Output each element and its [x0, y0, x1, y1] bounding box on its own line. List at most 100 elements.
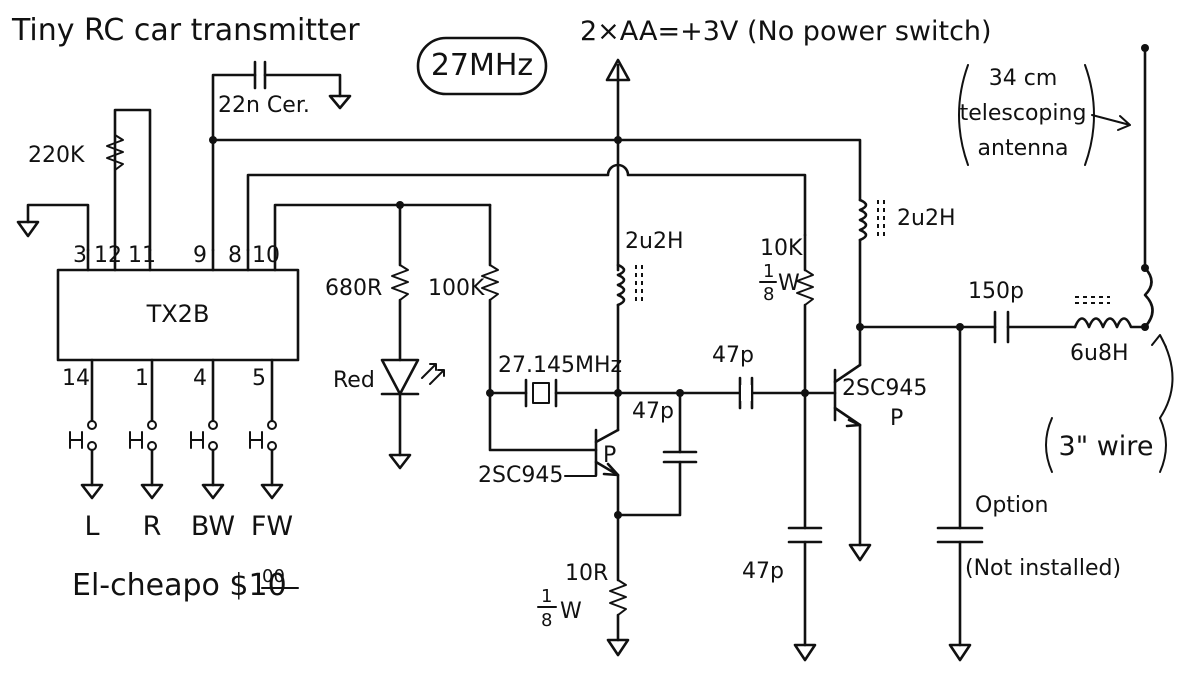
crystal-label: 27.145MHz — [498, 353, 622, 378]
switch-contact — [267, 420, 277, 430]
pointer-arrow-icon — [1151, 334, 1174, 419]
pointer-arrow-icon — [1091, 114, 1131, 131]
switch-contact — [208, 420, 218, 430]
ceramic-capacitor: 22n Cer. — [211, 60, 352, 252]
capacitor-icon — [787, 526, 823, 544]
option-note: (Not installed) — [965, 556, 1121, 581]
transistor-mark: P — [890, 406, 903, 431]
cap-wire — [263, 73, 342, 98]
switch-contact — [147, 420, 157, 430]
antenna-note-line: telescoping — [960, 101, 1087, 126]
capacitor-gap — [741, 385, 751, 401]
ground-icon — [328, 94, 352, 110]
antenna-note-line: 34 cm — [989, 66, 1058, 91]
capacitor-47p-coupling: 47p — [712, 343, 754, 410]
light-arrows-icon — [421, 363, 445, 385]
pin-label: 11 — [128, 243, 156, 268]
inductor-core — [877, 200, 885, 240]
wire-note-label: 3" wire — [1059, 431, 1154, 462]
button-label: FW — [251, 511, 293, 542]
ground-icon — [260, 483, 284, 500]
antenna-tip — [1141, 44, 1149, 52]
pin-label: 9 — [193, 243, 207, 268]
cap-label: 22n Cer. — [218, 93, 310, 118]
supply-rail — [209, 58, 862, 272]
pushbutton-icon — [249, 431, 263, 449]
pushbutton-icon — [190, 431, 204, 449]
chip-name: TX2B — [146, 300, 210, 328]
capacitor-icon — [936, 526, 984, 544]
cap-wire — [211, 73, 257, 252]
crystal-icon — [532, 382, 550, 404]
resistor-label: 10R — [565, 561, 608, 586]
resistor-label: 10K — [760, 236, 803, 261]
capacitor-label: 47p — [712, 343, 754, 368]
pin-label: 4 — [193, 366, 207, 391]
vcc-arrow-icon — [605, 58, 631, 82]
power-unit: W — [778, 271, 800, 296]
inductor-icon — [858, 198, 868, 242]
power-denominator: 8 — [763, 284, 774, 305]
emitter-arrow-icon — [602, 462, 620, 477]
resistor-icon — [481, 264, 499, 301]
bias-branch: 10K 1 8 W 47p — [742, 233, 823, 662]
pin8-wire — [246, 163, 807, 252]
capacitor-icon — [662, 450, 698, 464]
power-denominator: 8 — [541, 610, 552, 631]
resistor-label: 100K — [428, 276, 485, 301]
feedback-wire — [616, 391, 682, 517]
ground-icon — [606, 638, 630, 657]
switch-contact — [208, 441, 218, 451]
note-bracket — [1045, 417, 1053, 473]
inductor-core — [1075, 296, 1110, 304]
vcc-rail-wire — [211, 138, 862, 202]
pin-label: 8 — [228, 243, 242, 268]
ground-icon — [388, 453, 412, 470]
resistor-icon — [106, 134, 124, 171]
resistor-label: 680R — [325, 276, 382, 301]
note-bracket — [958, 64, 969, 166]
pin-label: 1 — [135, 366, 149, 391]
power-numerator: 1 — [541, 586, 552, 607]
transistor-q2: 2SC945 P — [803, 363, 927, 562]
ground-wire — [26, 203, 90, 252]
switch-contact — [87, 420, 97, 430]
wire-note: 3" wire — [1045, 334, 1174, 473]
crystal-branch: 100K 27.145MHz — [428, 203, 807, 452]
led-label: Red — [333, 368, 375, 393]
push-button-l: L — [69, 358, 104, 542]
capacitor-icon — [738, 376, 754, 410]
push-button-fw: FW — [249, 358, 293, 542]
ground-icon — [80, 483, 104, 500]
antenna-wire — [1143, 266, 1154, 329]
capacitor-label: 47p — [742, 559, 784, 584]
inductor-label: 2u2H — [625, 229, 683, 254]
power-numerator: 1 — [763, 261, 774, 282]
button-label: R — [143, 511, 162, 542]
inductor-icon — [616, 263, 626, 307]
junction-dot — [614, 136, 622, 144]
inductor-label: 2u2H — [897, 206, 955, 231]
ground-icon — [793, 643, 817, 662]
capacitor-icon — [993, 310, 1010, 344]
button-label: L — [84, 511, 99, 542]
ground-icon — [848, 543, 872, 562]
antenna-note-line: antenna — [978, 136, 1069, 161]
diagram-title: Tiny RC car transmitter — [11, 13, 360, 48]
pin-label: 12 — [94, 243, 122, 268]
push-button-r: R — [129, 358, 164, 542]
frequency-badge: 27MHz — [416, 36, 548, 96]
ground-icon — [140, 483, 164, 500]
pin-label: 10 — [252, 243, 280, 268]
resistor-icon — [391, 264, 409, 301]
power-unit: W — [560, 599, 582, 624]
option-capacitor: Option (Not installed) — [936, 325, 1121, 662]
resistor-icon — [609, 579, 627, 616]
price-note: El-cheapo $10 00 — [72, 566, 299, 603]
transistor-q1: P 2SC945 47p — [478, 391, 698, 519]
inductor-core — [635, 265, 643, 305]
capacitor-label: 47p — [632, 399, 674, 424]
emitter-arrow-icon — [845, 418, 862, 428]
led-branch: 680R Red — [325, 201, 445, 470]
pin3-ground — [16, 203, 90, 252]
